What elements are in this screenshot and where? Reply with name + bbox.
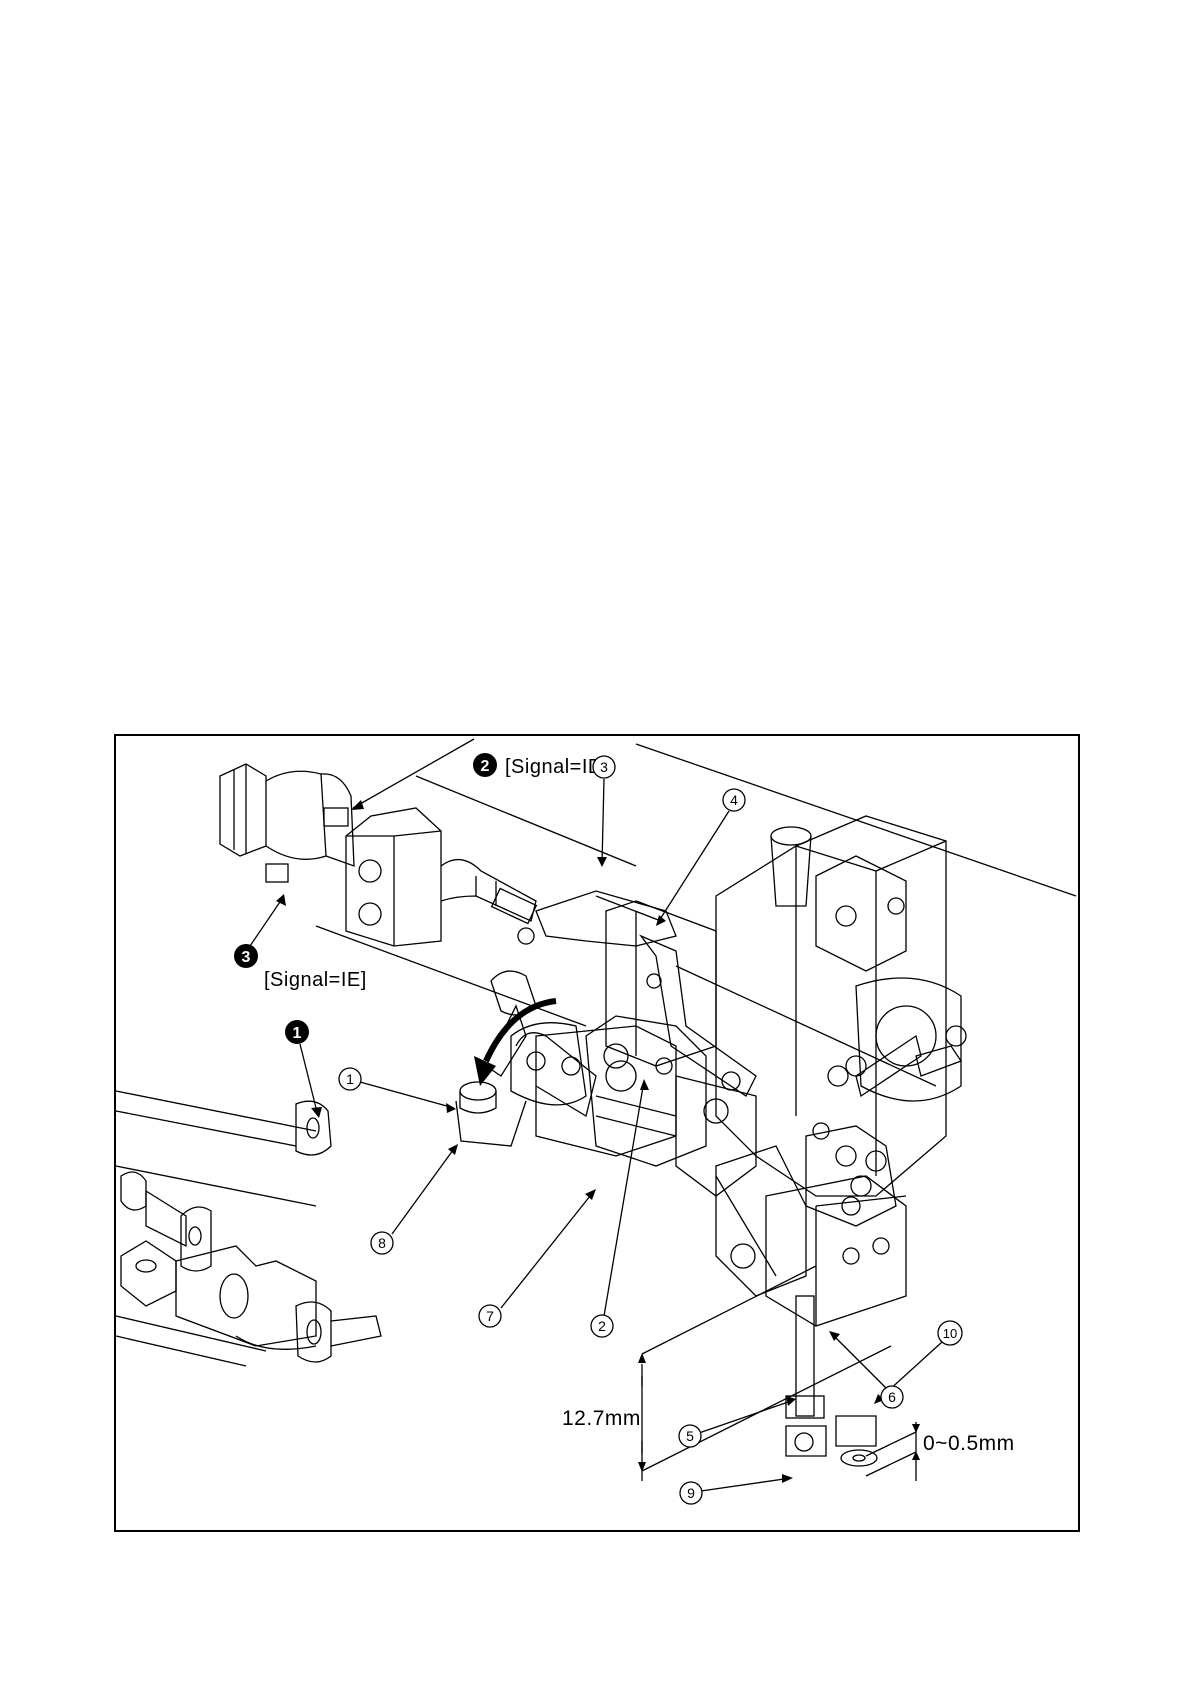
dimension-arrowheads [638,1353,920,1472]
svg-text:2: 2 [481,758,490,775]
part-marker-4: 4 [730,792,738,808]
mechanism-drawing: 2 [Signal=ID] 3 [Signal=IE] 1 1 2 3 4 5 … [116,736,1078,1530]
dimension-gap: 0~0.5mm [923,1432,1015,1455]
part-marker-10: 10 [943,1326,957,1341]
rotation-arrow [474,1001,556,1086]
black-marker-1: 1 [285,1020,309,1044]
black-marker-3: 3 [234,944,258,968]
svg-text:3: 3 [242,949,251,966]
part-marker-1: 1 [346,1071,354,1087]
part-marker-3: 3 [600,759,608,775]
signal-ie-label: [Signal=IE] [264,969,367,991]
dimension-lines [642,1266,916,1481]
part-marker-6: 6 [888,1389,896,1405]
part-marker-9: 9 [687,1485,695,1501]
svg-text:1: 1 [293,1025,302,1042]
dimension-12-7mm: 12.7mm [562,1407,641,1430]
leader-arrowheads [276,800,884,1483]
part-marker-8: 8 [378,1235,386,1251]
part-marker-7: 7 [486,1308,494,1324]
part-marker-5: 5 [686,1428,694,1444]
figure-frame: 2 [Signal=ID] 3 [Signal=IE] 1 1 2 3 4 5 … [114,734,1080,1532]
part-marker-2: 2 [598,1318,606,1334]
machine-outline [116,744,1076,1466]
black-marker-2: 2 [473,753,497,777]
